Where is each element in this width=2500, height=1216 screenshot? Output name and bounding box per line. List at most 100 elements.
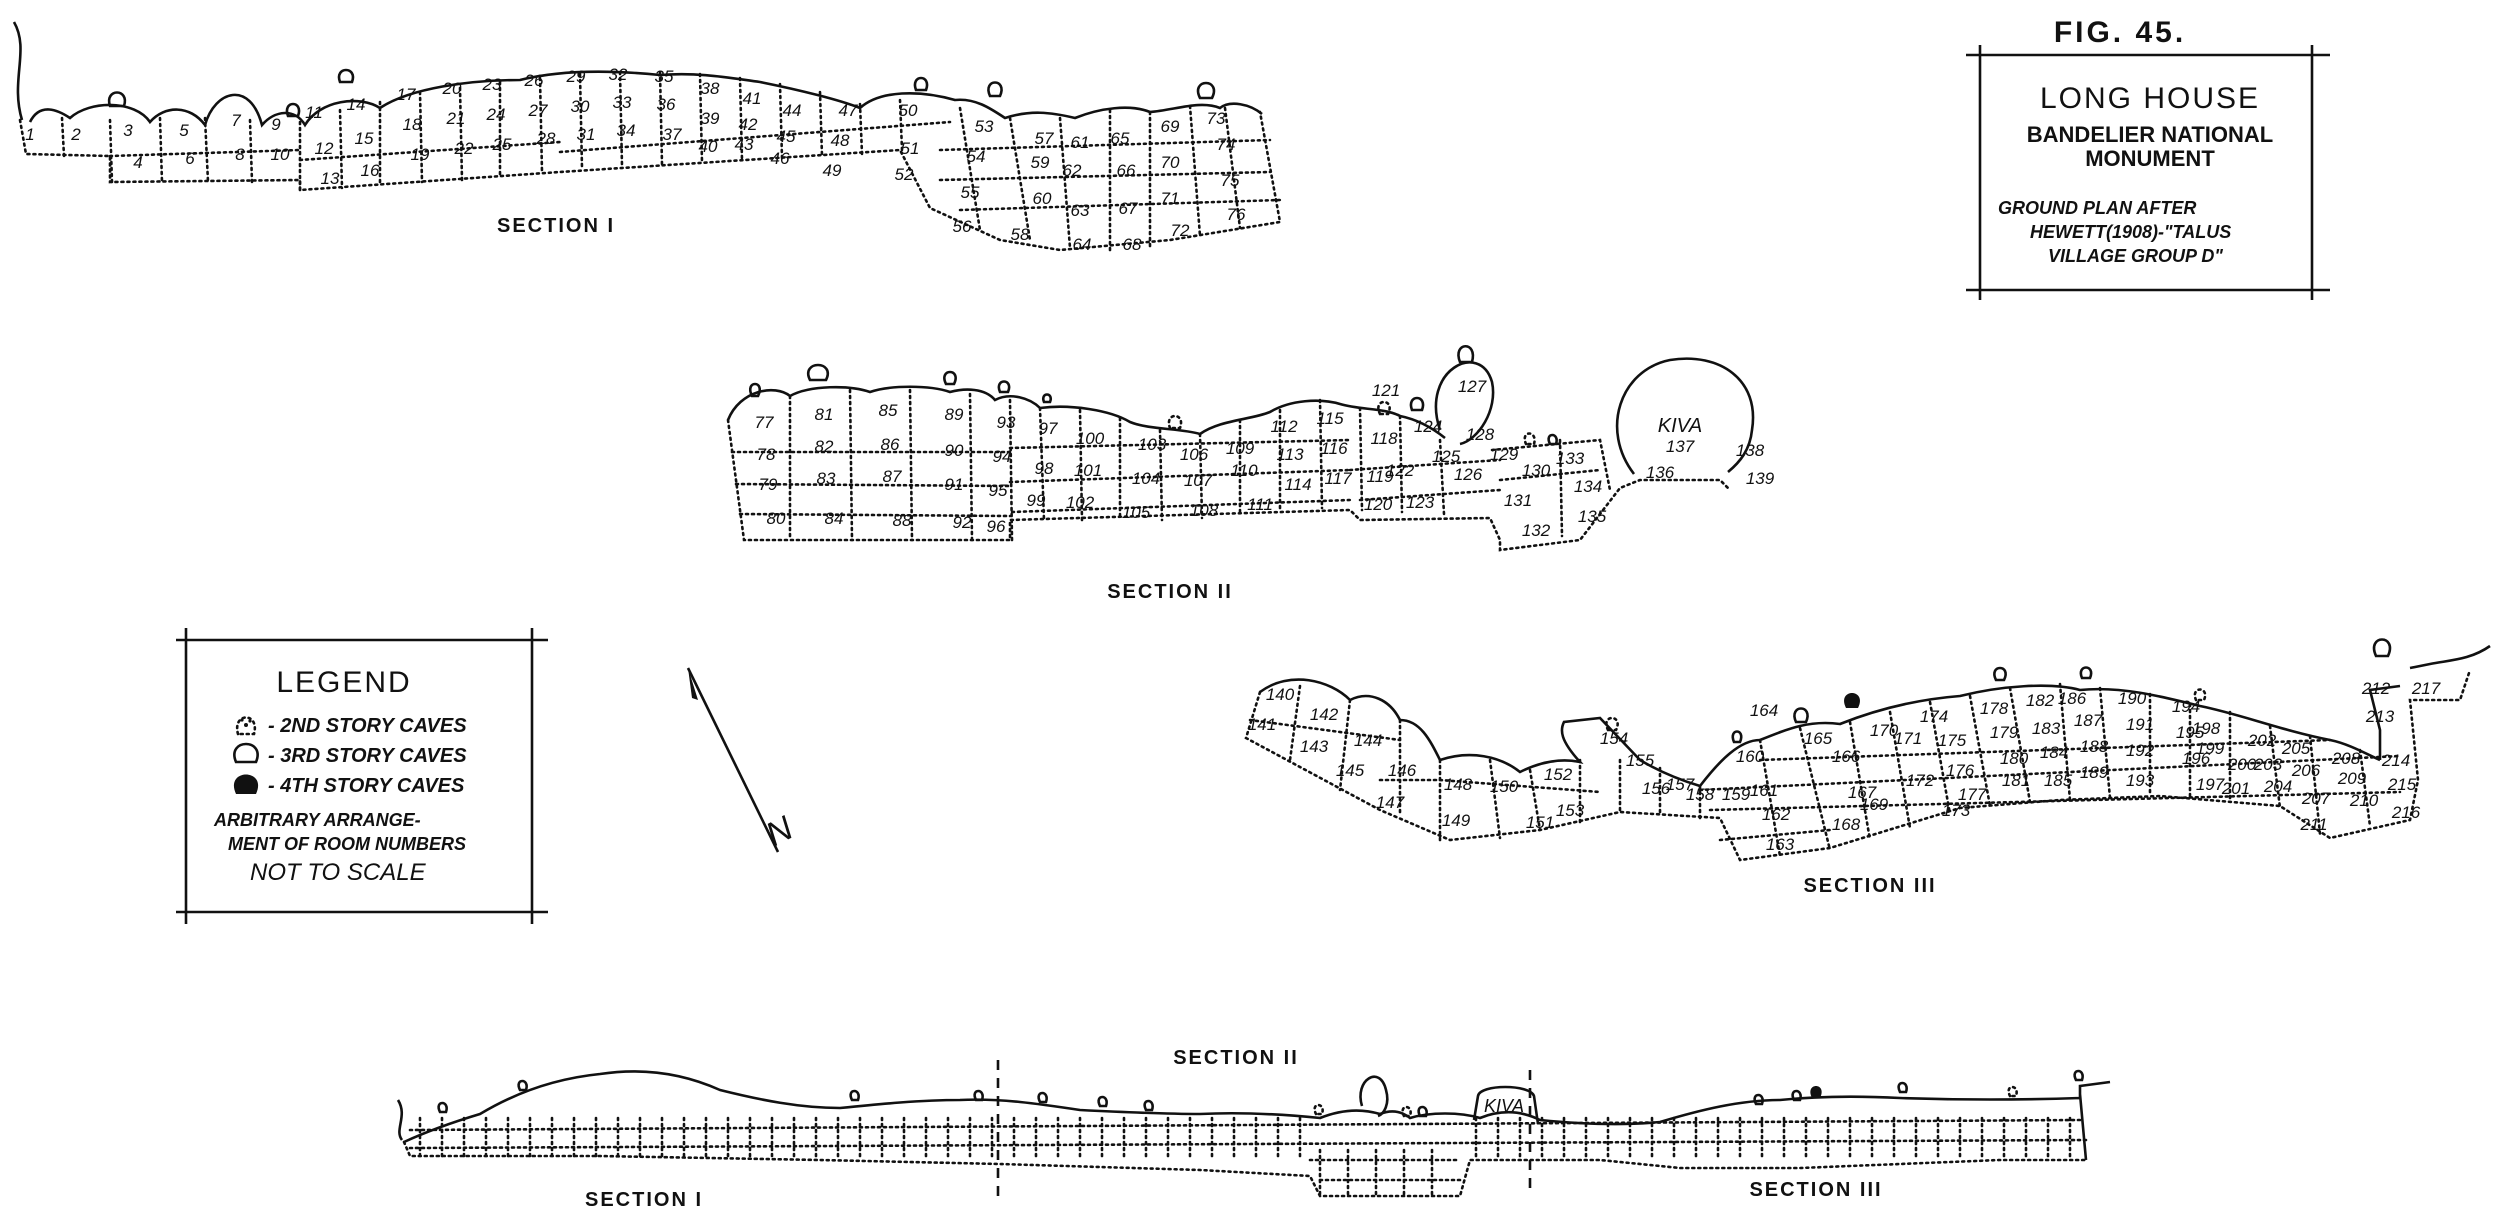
legend-title: LEGEND bbox=[276, 666, 411, 699]
room-number: 195 bbox=[2176, 723, 2205, 742]
overview-caves bbox=[437, 1069, 2084, 1118]
room-number: 53 bbox=[975, 117, 994, 136]
room-number: 152 bbox=[1544, 765, 1573, 784]
overview-section-2-label: SECTION II bbox=[1173, 1047, 1299, 1069]
section-1-caves bbox=[107, 68, 1216, 118]
solid-cave-icon bbox=[233, 774, 259, 794]
room-number: 104 bbox=[1132, 469, 1160, 488]
room-number: 100 bbox=[1076, 429, 1105, 448]
room-number: 202 bbox=[2247, 731, 2277, 750]
room-number: 27 bbox=[528, 101, 548, 120]
room-number: 37 bbox=[663, 125, 682, 144]
room-number: 138 bbox=[1736, 441, 1765, 460]
dotted-cave-icon bbox=[235, 716, 257, 736]
room-number: 90 bbox=[945, 441, 964, 460]
room-number: 103 bbox=[1138, 435, 1167, 454]
room-number: 16 bbox=[361, 161, 380, 180]
room-number: 57 bbox=[1035, 129, 1054, 148]
room-number: 111 bbox=[1247, 495, 1273, 514]
room-number: 34 bbox=[617, 121, 636, 140]
room-number: 165 bbox=[1804, 729, 1833, 748]
room-number: 199 bbox=[2196, 739, 2225, 758]
room-number: 163 bbox=[1766, 835, 1795, 854]
room-number: 179 bbox=[1990, 723, 2019, 742]
room-number: 106 bbox=[1180, 445, 1209, 464]
section-2-kiva-label: KIVA bbox=[1658, 415, 1702, 437]
room-number: 7 bbox=[231, 111, 241, 130]
room-number: 129 bbox=[1490, 445, 1519, 464]
section-2-caves bbox=[748, 345, 1558, 446]
room-number: 137 bbox=[1666, 437, 1695, 456]
legend-item-2nd: - 2ND STORY CAVES bbox=[268, 715, 467, 737]
room-number: 68 bbox=[1123, 235, 1142, 254]
room-number: 70 bbox=[1161, 153, 1180, 172]
title-monument: MONUMENT bbox=[2085, 146, 2215, 171]
room-number: 75 bbox=[1221, 171, 1240, 190]
room-number: 181 bbox=[2002, 771, 2030, 790]
room-number: 72 bbox=[1171, 221, 1190, 240]
room-number: 31 bbox=[577, 125, 596, 144]
room-number: 85 bbox=[879, 401, 898, 420]
room-number: 200 bbox=[2227, 755, 2257, 774]
room-number: 10 bbox=[271, 145, 290, 164]
room-number: 102 bbox=[1066, 493, 1095, 512]
legend: LEGEND - 2ND STORY CAVES - 3RD STORY CAV… bbox=[176, 628, 548, 924]
room-number: 56 bbox=[953, 217, 972, 236]
overview-section-3-label: SECTION III bbox=[1749, 1179, 1882, 1201]
room-number: 26 bbox=[524, 71, 544, 90]
room-number: 4 bbox=[133, 153, 142, 172]
room-number: 148 bbox=[1444, 775, 1473, 794]
room-number: 13 bbox=[321, 169, 340, 188]
room-number: 2 bbox=[70, 125, 81, 144]
room-number: 157 bbox=[1666, 775, 1695, 794]
room-number: 197 bbox=[2196, 775, 2225, 794]
open-cave-icon bbox=[233, 742, 259, 764]
room-number: 136 bbox=[1646, 463, 1675, 482]
room-number: 19 bbox=[411, 145, 430, 164]
room-number: 64 bbox=[1073, 235, 1092, 254]
room-number: 93 bbox=[997, 413, 1016, 432]
room-number: 135 bbox=[1578, 507, 1607, 526]
plan-source-line3: VILLAGE GROUP D" bbox=[2048, 246, 2223, 266]
room-number: 162 bbox=[1762, 805, 1791, 824]
room-number: 158 bbox=[1686, 785, 1715, 804]
room-number: 117 bbox=[1324, 469, 1352, 488]
room-number: 140 bbox=[1266, 685, 1295, 704]
room-number: 40 bbox=[699, 137, 718, 156]
room-number: 110 bbox=[1230, 461, 1258, 480]
room-number: 14 bbox=[347, 95, 366, 114]
room-number: 69 bbox=[1161, 117, 1180, 136]
room-number: 3 bbox=[123, 121, 133, 140]
room-number: 97 bbox=[1039, 419, 1058, 438]
room-number: 142 bbox=[1310, 705, 1339, 724]
room-number: 115 bbox=[1316, 409, 1344, 428]
room-number: 159 bbox=[1722, 785, 1751, 804]
room-number: 168 bbox=[1832, 815, 1861, 834]
room-number: 22 bbox=[454, 139, 474, 158]
room-number: 35 bbox=[655, 67, 674, 86]
room-number: 67 bbox=[1119, 199, 1138, 218]
room-number: 177 bbox=[1958, 785, 1987, 804]
room-number: 86 bbox=[881, 435, 900, 454]
room-number: 108 bbox=[1190, 501, 1219, 520]
room-number: 120 bbox=[1364, 495, 1393, 514]
overview-section-1-label: SECTION I bbox=[585, 1189, 703, 1211]
room-number: 12 bbox=[315, 139, 334, 158]
room-number: 77 bbox=[755, 413, 774, 432]
room-number: 143 bbox=[1300, 737, 1329, 756]
room-number: 205 bbox=[2281, 739, 2311, 758]
room-number: 127 bbox=[1458, 377, 1487, 396]
room-number: 32 bbox=[609, 65, 628, 84]
legend-item-3rd: - 3RD STORY CAVES bbox=[268, 745, 467, 767]
room-number: 25 bbox=[492, 135, 512, 154]
room-number: 42 bbox=[739, 115, 758, 134]
room-number: 112 bbox=[1270, 417, 1298, 436]
room-number: 124 bbox=[1414, 417, 1442, 436]
room-number: 39 bbox=[701, 109, 720, 128]
room-number: 38 bbox=[701, 79, 720, 98]
room-number: 99 bbox=[1027, 491, 1046, 510]
room-number: 23 bbox=[482, 75, 502, 94]
room-number: 185 bbox=[2044, 771, 2073, 790]
plan-source-line1: GROUND PLAN AFTER bbox=[1998, 198, 2196, 218]
